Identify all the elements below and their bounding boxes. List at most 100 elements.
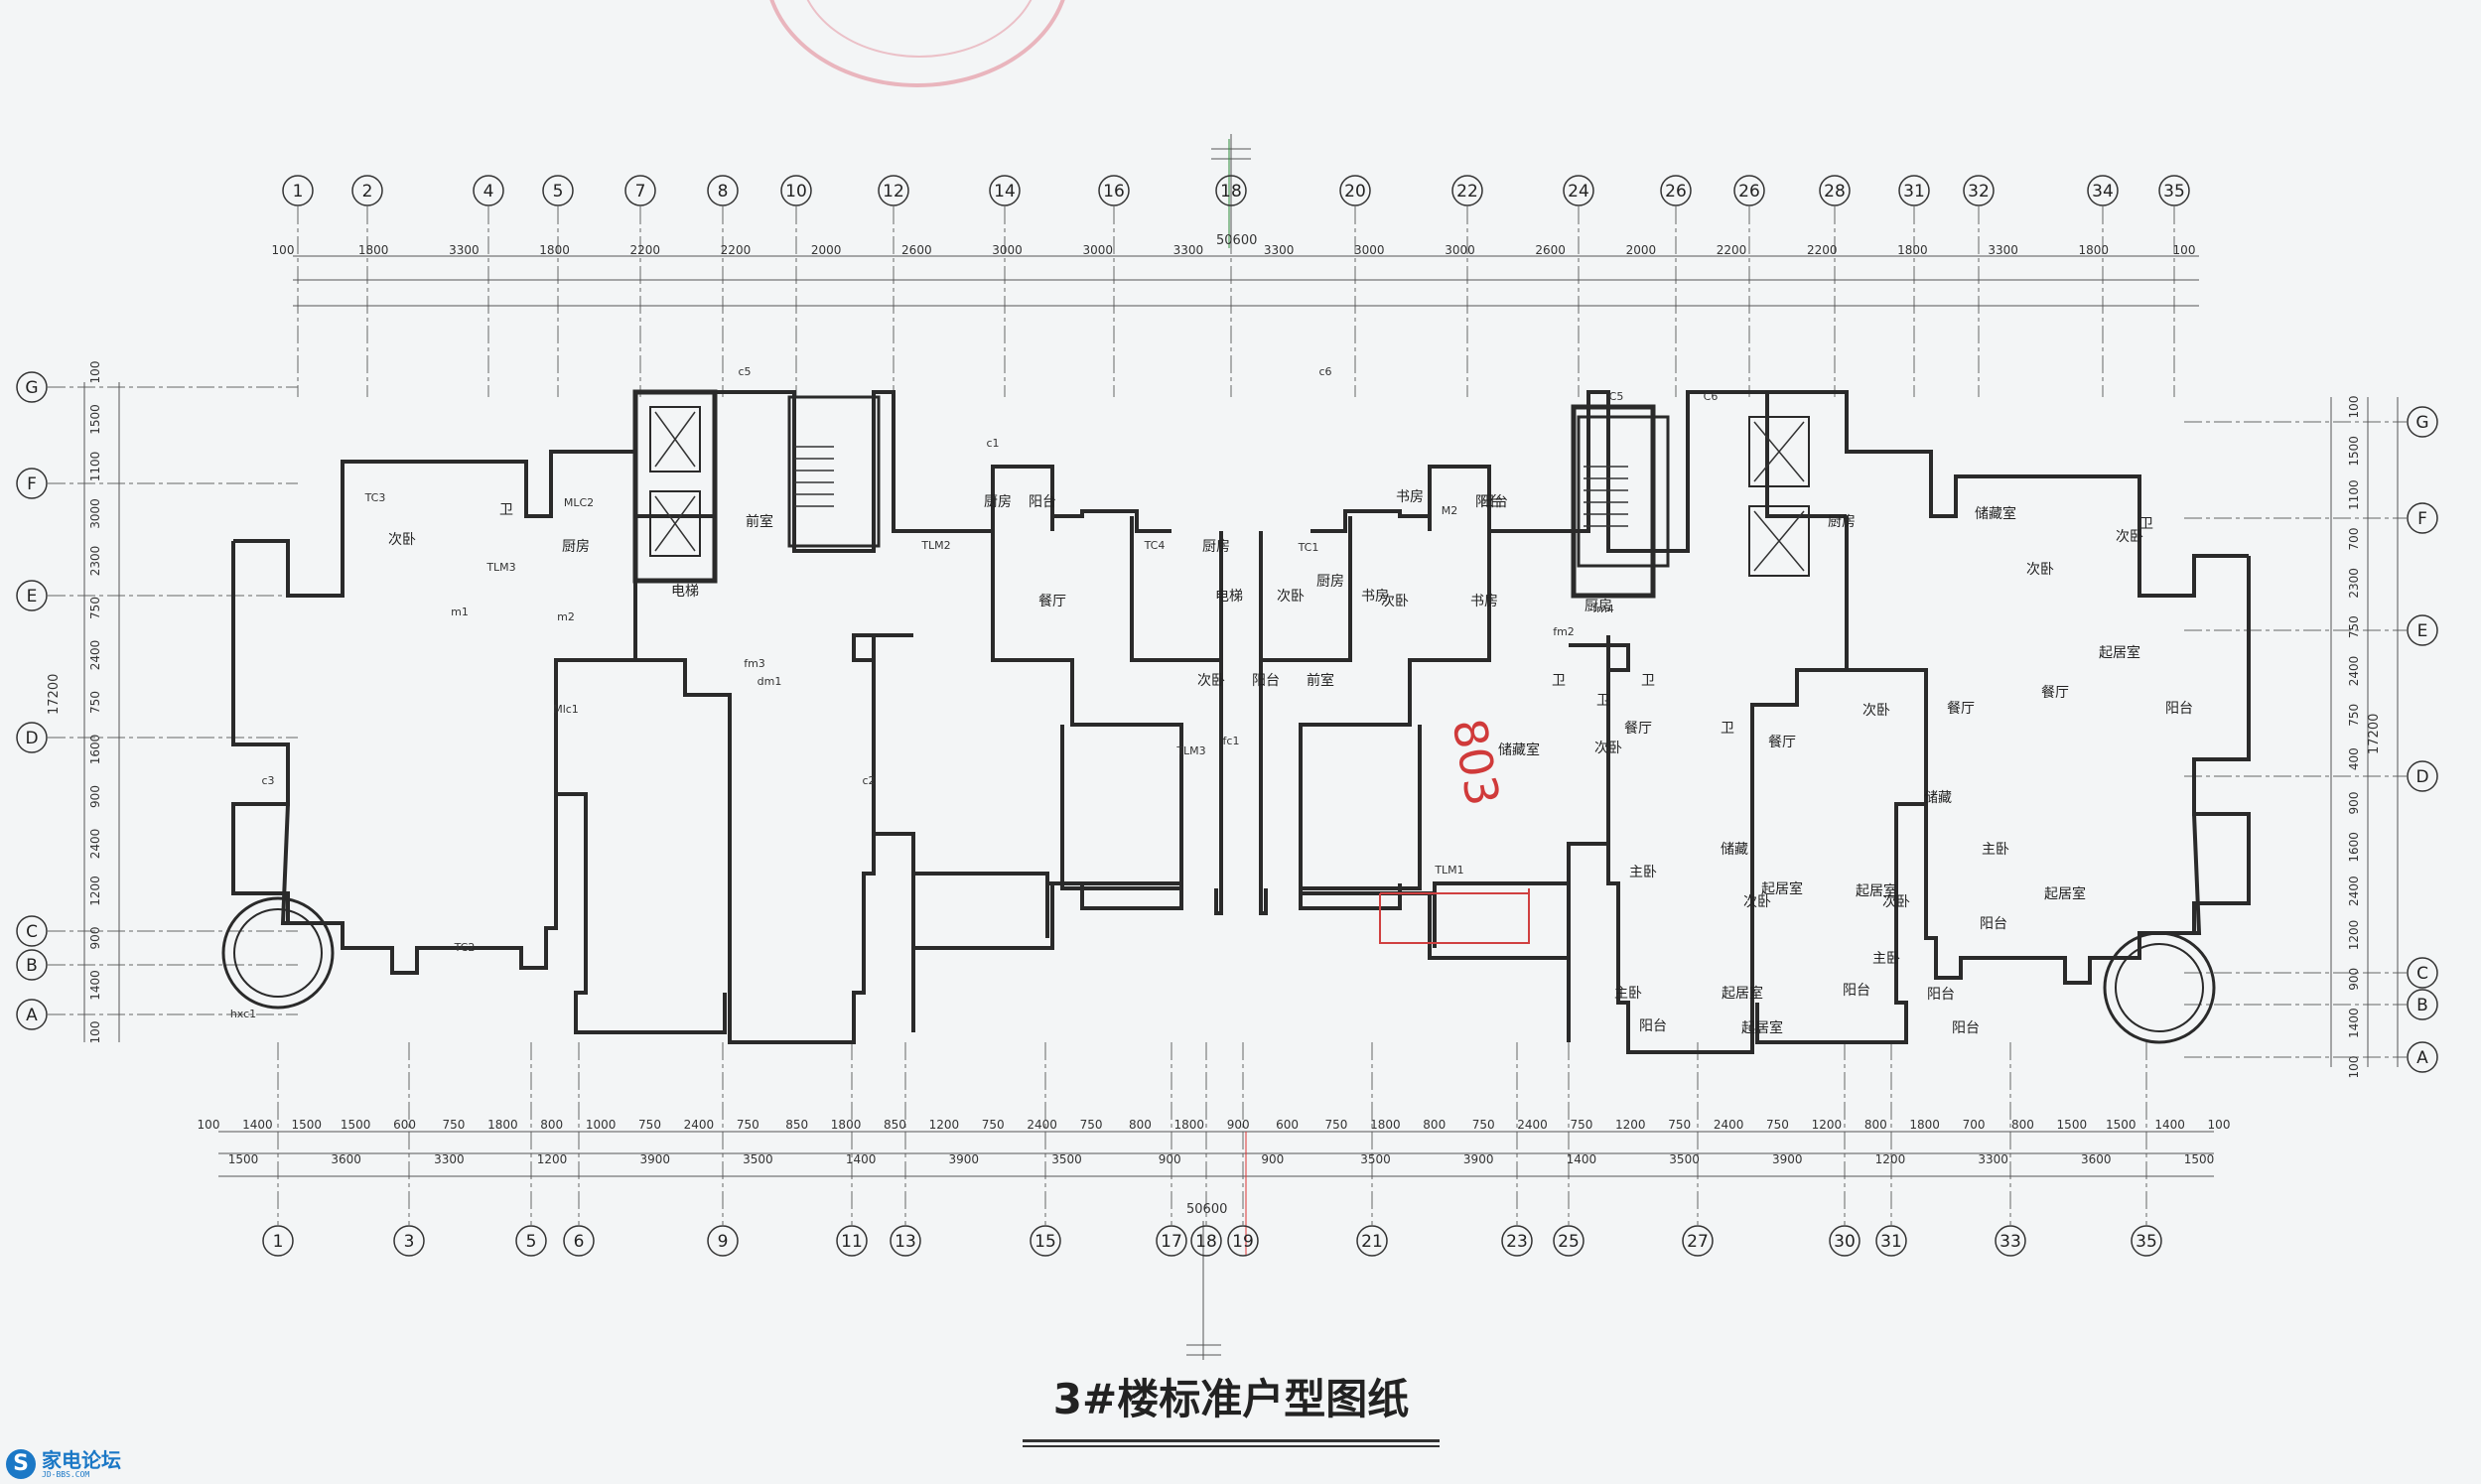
grid-axis-bottom-label: 30 xyxy=(1834,1232,1856,1252)
row-axis-right-label: E xyxy=(2417,621,2428,641)
room-label: 储藏 xyxy=(1721,842,1748,858)
dimension-value: 750 xyxy=(1325,1118,1348,1132)
dimension-value: 1800 xyxy=(487,1118,518,1132)
grid-axis-top-31: 31 xyxy=(1898,175,1930,206)
dimension-value: 3000 xyxy=(992,243,1023,257)
dimension-value: 3900 xyxy=(949,1152,980,1166)
grid-axis-top-24: 24 xyxy=(1563,175,1594,206)
room-label: 前室 xyxy=(1307,672,1334,689)
grid-axis-top-label: 10 xyxy=(785,182,807,202)
dimension-value: 1800 xyxy=(2079,243,2110,257)
dimension-value: 750 xyxy=(737,1118,759,1132)
row-axis-right-label: F xyxy=(2417,509,2427,529)
grid-axis-top-5: 5 xyxy=(542,175,574,206)
dimension-value: 3000 xyxy=(1445,243,1475,257)
watermark-name: 家电论坛 xyxy=(42,1447,121,1472)
dimension-value: 3300 xyxy=(1988,243,2018,257)
dimension-value: 3500 xyxy=(743,1152,773,1166)
grid-axis-top-label: 18 xyxy=(1220,182,1242,202)
room-label: 卫 xyxy=(2139,516,2153,532)
grid-axis-top-1: 1 xyxy=(282,175,314,206)
room-label: 卫 xyxy=(499,502,513,518)
watermark-url: JD-BBS.COM xyxy=(42,1469,90,1479)
grid-axis-top-label: 14 xyxy=(994,182,1016,202)
grid-axis-top-label: 28 xyxy=(1824,182,1846,202)
dimension-value: 2300 xyxy=(2347,568,2361,599)
grid-axis-bottom-label: 17 xyxy=(1161,1232,1182,1252)
room-label: 次卧 xyxy=(1277,589,1305,605)
dimension-value: 1400 xyxy=(846,1152,877,1166)
grid-axis-top-label: 16 xyxy=(1103,182,1125,202)
dimension-value: 2400 xyxy=(684,1118,715,1132)
dimension-value: 3300 xyxy=(1173,243,1204,257)
grid-axis-bottom-label: 18 xyxy=(1195,1232,1217,1252)
opening-tag: dm1 xyxy=(758,675,782,688)
dimension-value: 800 xyxy=(2011,1118,2034,1132)
room-label: 餐厅 xyxy=(2041,685,2069,701)
opening-tag: C5 xyxy=(1609,390,1624,403)
row-axis-right-A: A xyxy=(2407,1041,2438,1073)
row-axis-left-label: A xyxy=(26,1006,38,1025)
room-label: 厨房 xyxy=(1828,514,1856,530)
grid-axis-top-20: 20 xyxy=(1339,175,1371,206)
dimension-value: 1500 xyxy=(2106,1118,2136,1132)
room-label: 厨房 xyxy=(984,494,1012,510)
dimension-value: 750 xyxy=(982,1118,1005,1132)
room-label: 电梯 xyxy=(671,584,699,600)
dimension-value: 1800 xyxy=(831,1118,862,1132)
dimension-value: 750 xyxy=(88,691,102,714)
room-label: 起居室 xyxy=(1741,1019,1783,1036)
opening-tag: TLM3 xyxy=(485,561,515,574)
room-label: 阳台 xyxy=(1980,916,2007,932)
room-label: 卫 xyxy=(1596,693,1610,709)
room-label: 阳台 xyxy=(1475,494,1503,510)
room-labels: 次卧卫厨房电梯前室厨房阳台餐厅书房次卧次卧书房阳台阳台起居室餐厅卫储藏室次卧次卧… xyxy=(388,489,2193,1036)
room-label: 阳台 xyxy=(2165,701,2193,717)
row-axis-right-label: C xyxy=(2416,964,2428,984)
room-label: 书房 xyxy=(1470,594,1498,609)
dimension-value: 100 xyxy=(2347,396,2361,419)
dimension-value: 2000 xyxy=(811,243,842,257)
dimension-value: 3000 xyxy=(88,498,102,529)
dimension-value: 700 xyxy=(1963,1118,1986,1132)
dimension-value: 2400 xyxy=(2347,656,2361,687)
grid-axis-bottom-label: 23 xyxy=(1506,1232,1528,1252)
dimension-value: 1100 xyxy=(88,452,102,482)
room-label: 次卧 xyxy=(2026,562,2054,578)
room-label: 阳台 xyxy=(1252,673,1280,689)
grid-axis-bottom-5: 5 xyxy=(515,1225,547,1257)
dimension-value: 2200 xyxy=(629,243,660,257)
row-axis-right-label: D xyxy=(2415,767,2428,787)
room-label: 厨房 xyxy=(1316,574,1344,590)
opening-tag: fc1 xyxy=(1223,735,1240,747)
grid-axis-top-16: 16 xyxy=(1098,175,1130,206)
grid-axis-top-label: 26 xyxy=(1665,182,1687,202)
row-axis-left-label: E xyxy=(27,587,38,607)
opening-tag: C6 xyxy=(1704,390,1719,403)
grid-axis-top-label: 31 xyxy=(1903,182,1925,202)
grid-axis-bottom-17: 17 xyxy=(1156,1225,1187,1257)
opening-tag: c2 xyxy=(862,774,875,787)
dimension-value: 3300 xyxy=(434,1152,465,1166)
dimension-value: 100 xyxy=(272,243,295,257)
dimension-value: 2200 xyxy=(721,243,752,257)
dimension-value: 100 xyxy=(88,361,102,384)
dimension-value: 850 xyxy=(785,1118,808,1132)
room-label: 主卧 xyxy=(1872,951,1900,967)
room-label: 阳台 xyxy=(1843,983,1870,999)
room-label: 次卧 xyxy=(1882,894,1910,910)
dimension-value: 600 xyxy=(1276,1118,1299,1132)
opening-tag: TC1 xyxy=(1298,541,1319,554)
grid-axis-bottom-19: 19 xyxy=(1227,1225,1259,1257)
total-depth-label-left: 17200 xyxy=(47,674,62,715)
opening-tag: m2 xyxy=(557,610,575,623)
opening-tag: c5 xyxy=(738,365,751,378)
grid-axis-bottom-21: 21 xyxy=(1356,1225,1388,1257)
room-label: 阳台 xyxy=(1952,1020,1980,1036)
grid-axis-bottom-label: 27 xyxy=(1687,1232,1709,1252)
grid-axis-top-32: 32 xyxy=(1963,175,1995,206)
